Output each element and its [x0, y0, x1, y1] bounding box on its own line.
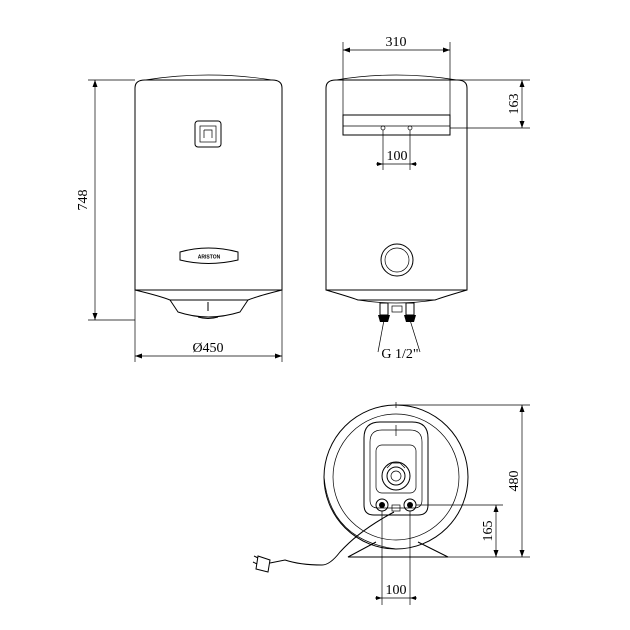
- wall-stand: [347, 541, 449, 558]
- dimension-480: 480: [396, 404, 530, 558]
- front-top-cap: [144, 74, 273, 81]
- dimension-450: Ø450: [134, 290, 283, 362]
- width-310-label: 310: [386, 35, 407, 50]
- tank-inner-ring: [332, 413, 460, 541]
- height-163-label: 163: [507, 94, 522, 115]
- dimension-100-bottom: 100: [375, 511, 417, 605]
- mounting-bracket: [342, 114, 451, 136]
- side-bottom-shell: [325, 289, 468, 301]
- height-165-label: 165: [481, 521, 496, 542]
- dimension-165: 165: [416, 504, 503, 557]
- height-480-label: 480: [507, 471, 522, 492]
- front-bottom-shell: [134, 289, 283, 301]
- side-bottom-cover: [357, 299, 436, 304]
- power-plug-icon: [252, 555, 271, 573]
- power-cable: [269, 511, 395, 566]
- bracket-hole-right: [407, 125, 413, 131]
- dimension-310: 310: [342, 35, 451, 115]
- front-body-outline: [134, 79, 283, 291]
- pipe-spacing-100-label: 100: [386, 583, 407, 598]
- bracket-hole-left: [380, 125, 386, 131]
- dimension-100-bracket: 100: [376, 130, 417, 170]
- bracket-holes-100-label: 100: [387, 149, 408, 164]
- dimension-748: 748: [76, 79, 135, 321]
- side-body-outline: [325, 79, 468, 291]
- brand-label: ARISTON: [198, 255, 221, 261]
- thread-label: G 1/2": [381, 347, 418, 362]
- side-top-cap: [335, 74, 458, 81]
- heating-element-icon: [381, 461, 411, 491]
- side-view: 310 163 100 G 1/2": [325, 35, 530, 362]
- inspection-port-inner: [384, 247, 410, 273]
- inspection-port-outer: [380, 243, 414, 277]
- front-view: ARISTON 748 Ø450: [76, 74, 283, 362]
- front-bottom-outlet: [197, 316, 219, 319]
- front-bottom-cover: [169, 299, 249, 318]
- control-knob-icon: [194, 120, 222, 148]
- diameter-450-label: Ø450: [192, 341, 223, 356]
- thread-callout: G 1/2": [377, 319, 421, 362]
- dimension-163: 163: [450, 79, 530, 129]
- bottom-view: 480 165 100: [252, 402, 530, 605]
- water-pipe-icon: [378, 302, 416, 322]
- pipe-fittings-icon: [375, 498, 417, 512]
- brand-plate-icon: ARISTON: [179, 247, 239, 264]
- tank-shading: [323, 476, 397, 550]
- height-748-label: 748: [76, 190, 91, 211]
